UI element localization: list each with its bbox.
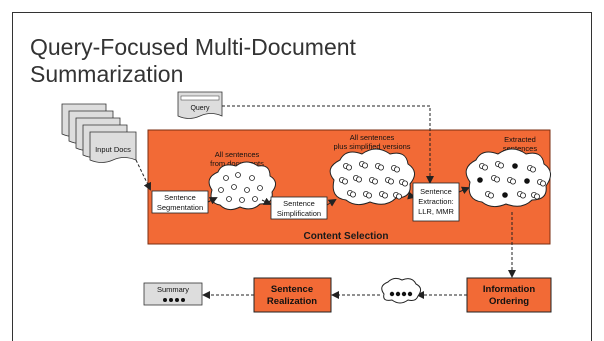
input-docs-label: Input Docs	[95, 145, 131, 154]
slide-frame	[12, 12, 592, 341]
input-docs-stack: Input Docs	[61, 103, 137, 163]
simplification-line-2: Simplification	[277, 209, 321, 218]
content-selection-label: Content Selection	[303, 231, 388, 242]
realization-line-2: Realization	[267, 296, 317, 307]
summary-doc: Summary	[143, 282, 203, 306]
extraction-line-1: Sentence	[420, 187, 452, 196]
cloud-all-sentences-simplified	[329, 148, 415, 206]
query-label: Query	[190, 105, 210, 112]
cloud2-caption-2: plus simplified versions	[333, 142, 410, 151]
docs-to-segmentation-arrow	[135, 159, 151, 191]
query-doc: Query	[177, 91, 223, 119]
cloud-to-simplification-arrow	[261, 197, 272, 205]
segmentation-line-1: Sentence	[164, 193, 196, 202]
cloud-extracted-sentences	[465, 148, 551, 208]
ordering-line-1: Information	[483, 284, 535, 295]
cloud2-caption-1: All sentences	[350, 133, 395, 142]
ordered-sentences-cloud	[381, 277, 422, 304]
cloud1-caption-2: from documents	[210, 159, 264, 168]
segmentation-line-2: Segmentation	[157, 203, 203, 212]
cloud-all-sentences	[208, 161, 276, 211]
sentence-realization-box: Sentence Realization	[253, 277, 332, 313]
query-to-extraction-arrow	[222, 105, 434, 184]
cloud3-caption-1: Extracted	[504, 135, 536, 144]
cloud1-caption-1: All sentences	[215, 150, 260, 159]
cloud3-caption-2: sentences	[503, 144, 537, 153]
information-ordering-box: Information Ordering	[466, 277, 552, 313]
segmentation-to-cloud-arrow	[207, 197, 218, 205]
sentence-extraction-box: Sentence Extraction: LLR, MMR	[412, 182, 460, 222]
realization-line-1: Sentence	[271, 284, 313, 295]
summary-label: Summary	[157, 285, 189, 294]
extraction-to-cloud3-arrow	[458, 186, 470, 195]
title-line-2: Summarization	[30, 61, 184, 87]
ordering-line-2: Ordering	[489, 296, 529, 307]
sentence-simplification-box: Sentence Simplification	[270, 196, 328, 220]
sentence-segmentation-box: Sentence Segmentation	[151, 190, 209, 214]
extraction-line-2: Extraction:	[418, 197, 453, 206]
simplification-line-1: Sentence	[283, 199, 315, 208]
slide-title: Query-Focused Multi-Document Summarizati…	[30, 34, 356, 88]
extraction-line-3: LLR, MMR	[418, 207, 454, 216]
title-line-1: Query-Focused Multi-Document	[30, 34, 356, 60]
simplification-to-cloud-arrow	[326, 198, 337, 207]
